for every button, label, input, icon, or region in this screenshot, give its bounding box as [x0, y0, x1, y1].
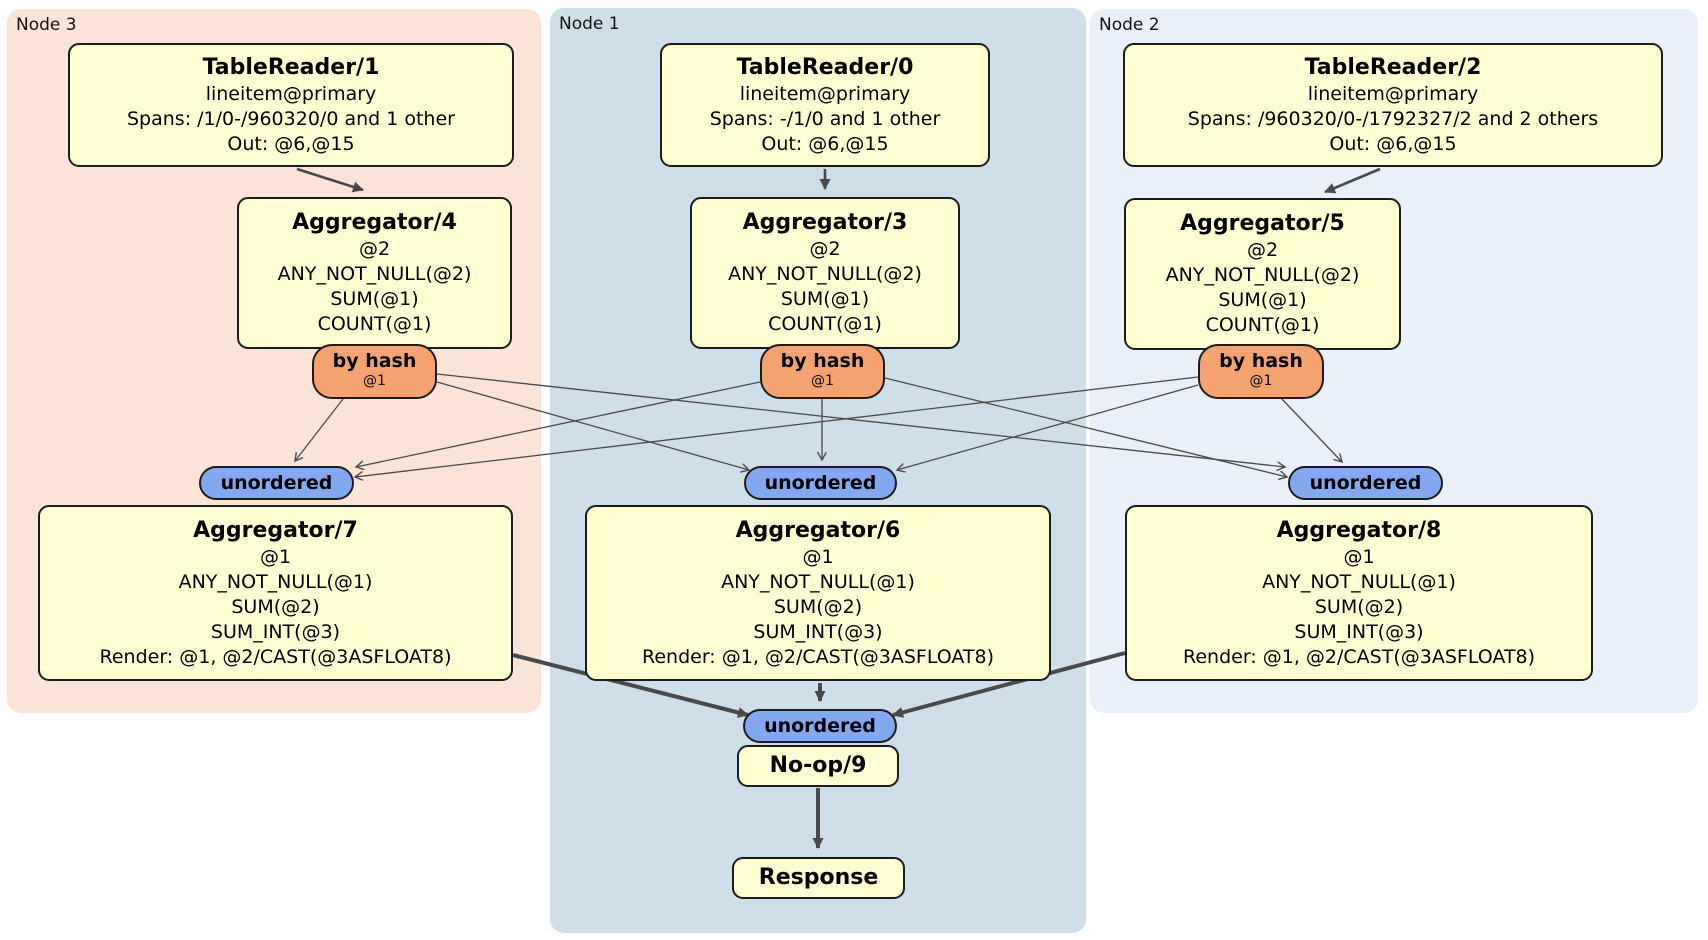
- processor-aggregator-5: Aggregator/5 @2 ANY_NOT_NULL(@2) SUM(@1)…: [1124, 198, 1401, 350]
- region-node1-label: Node 1: [559, 14, 620, 34]
- processor-detail: Render: @1, @2/CAST(@3ASFLOAT8): [642, 645, 994, 668]
- processor-noop-9: No-op/9: [737, 745, 899, 787]
- processor-aggregator-8: Aggregator/8 @1 ANY_NOT_NULL(@1) SUM(@2)…: [1125, 505, 1593, 681]
- processor-title: Aggregator/3: [742, 210, 908, 235]
- router-label: by hash: [332, 350, 417, 372]
- processor-detail: ANY_NOT_NULL(@2): [728, 263, 922, 285]
- processor-response: Response: [732, 857, 905, 899]
- processor-detail: ANY_NOT_NULL(@2): [1165, 264, 1360, 286]
- router-by-hash-node2: by hash @1: [1198, 344, 1324, 399]
- sync-label: unordered: [764, 715, 876, 737]
- sync-label: unordered: [220, 472, 333, 494]
- sync-unordered-node2: unordered: [1288, 466, 1443, 500]
- sync-label: unordered: [764, 472, 877, 494]
- processor-detail: @1: [1343, 545, 1375, 568]
- processor-detail: Out: @6,@15: [1329, 132, 1457, 155]
- processor-detail: Spans: /1/0-/960320/0 and 1 other: [127, 107, 455, 130]
- processor-detail: COUNT(@1): [317, 313, 432, 335]
- processor-detail: @2: [358, 238, 391, 260]
- processor-tablereader-0: TableReader/0 lineitem@primary Spans: -/…: [660, 43, 990, 167]
- processor-detail: SUM(@2): [231, 595, 320, 618]
- sync-label: unordered: [1309, 472, 1422, 494]
- processor-detail: SUM(@1): [1218, 289, 1307, 311]
- processor-detail: SUM(@2): [1314, 595, 1404, 618]
- processor-detail: SUM_INT(@3): [210, 620, 341, 643]
- sync-unordered-node1: unordered: [744, 466, 897, 500]
- router-label: by hash: [1219, 350, 1303, 372]
- processor-detail: @1: [259, 545, 292, 568]
- processor-detail: Out: @6,@15: [227, 132, 355, 155]
- processor-detail: SUM(@2): [773, 595, 863, 618]
- processor-title: Aggregator/6: [735, 517, 901, 543]
- processor-aggregator-6: Aggregator/6 @1 ANY_NOT_NULL(@1) SUM(@2)…: [585, 505, 1051, 681]
- processor-detail: SUM(@1): [330, 288, 419, 310]
- region-node3-label: Node 3: [16, 15, 77, 35]
- processor-title: Aggregator/7: [193, 517, 358, 543]
- processor-detail: SUM(@1): [780, 288, 870, 310]
- processor-aggregator-7: Aggregator/7 @1 ANY_NOT_NULL(@1) SUM(@2)…: [38, 505, 513, 681]
- processor-title: Aggregator/4: [292, 210, 457, 235]
- processor-detail: ANY_NOT_NULL(@2): [277, 263, 472, 285]
- processor-detail: COUNT(@1): [768, 313, 882, 335]
- processor-detail: SUM_INT(@3): [753, 620, 883, 643]
- processor-title: No-op/9: [769, 753, 867, 778]
- processor-detail: Out: @6,@15: [761, 132, 889, 155]
- processor-detail: Render: @1, @2/CAST(@3ASFLOAT8): [1183, 645, 1535, 668]
- processor-detail: lineitem@primary: [205, 82, 377, 105]
- processor-detail: Spans: /960320/0-/1792327/2 and 2 others: [1187, 107, 1599, 130]
- processor-title: Response: [758, 865, 879, 890]
- region-node2-label: Node 2: [1099, 15, 1160, 35]
- processor-detail: ANY_NOT_NULL(@1): [178, 570, 373, 593]
- router-hash-column: @1: [1249, 373, 1273, 389]
- processor-detail: ANY_NOT_NULL(@1): [721, 570, 915, 593]
- processor-title: TableReader/1: [202, 54, 380, 80]
- sync-unordered-node3: unordered: [199, 466, 354, 500]
- processor-detail: SUM_INT(@3): [1294, 620, 1424, 643]
- processor-detail: Render: @1, @2/CAST(@3ASFLOAT8): [99, 645, 452, 668]
- router-label: by hash: [780, 350, 865, 372]
- router-hash-column: @1: [363, 373, 386, 389]
- processor-detail: @2: [1246, 239, 1279, 261]
- processor-detail: @2: [809, 238, 841, 260]
- processor-title: Aggregator/8: [1276, 517, 1442, 543]
- processor-detail: lineitem@primary: [739, 82, 911, 105]
- processor-detail: COUNT(@1): [1205, 314, 1320, 336]
- processor-detail: @1: [802, 545, 834, 568]
- router-by-hash-node1: by hash @1: [760, 344, 885, 399]
- processor-aggregator-3: Aggregator/3 @2 ANY_NOT_NULL(@2) SUM(@1)…: [690, 197, 960, 349]
- processor-detail: Spans: -/1/0 and 1 other: [709, 107, 941, 130]
- processor-aggregator-4: Aggregator/4 @2 ANY_NOT_NULL(@2) SUM(@1)…: [237, 197, 512, 349]
- processor-tablereader-2: TableReader/2 lineitem@primary Spans: /9…: [1123, 43, 1663, 167]
- processor-detail: ANY_NOT_NULL(@1): [1262, 570, 1456, 593]
- router-by-hash-node3: by hash @1: [312, 344, 437, 399]
- processor-title: TableReader/2: [1304, 54, 1482, 80]
- processor-tablereader-1: TableReader/1 lineitem@primary Spans: /1…: [68, 43, 514, 167]
- router-hash-column: @1: [811, 373, 834, 389]
- processor-detail: lineitem@primary: [1307, 82, 1479, 105]
- processor-title: Aggregator/5: [1180, 211, 1345, 236]
- processor-title: TableReader/0: [736, 54, 914, 80]
- sync-unordered-final: unordered: [743, 709, 897, 743]
